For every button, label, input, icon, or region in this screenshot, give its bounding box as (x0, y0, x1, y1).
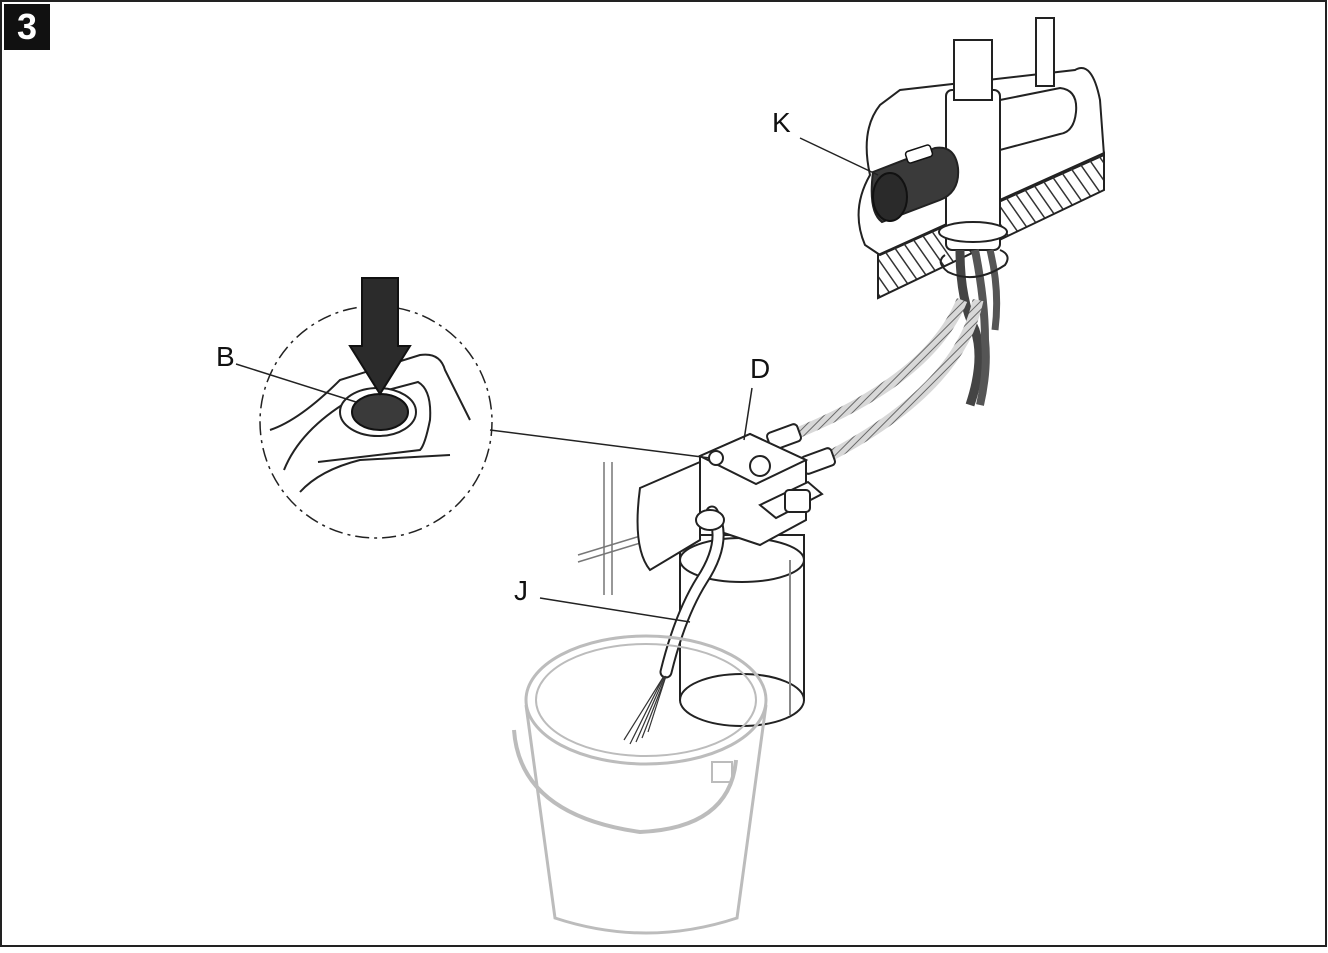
detail-housing-edge-1 (269, 353, 471, 431)
knob-k-face (872, 172, 908, 222)
faucet-arm (999, 86, 1078, 152)
supply-hoses (766, 297, 984, 475)
bucket-wall (524, 704, 768, 935)
drain-hose-fill (661, 507, 723, 677)
cartridge-bottom (679, 673, 805, 727)
bucket-handle (512, 729, 738, 835)
knob-k-indicator (904, 144, 934, 164)
part-j-drain-hose: J (514, 505, 725, 745)
wall-bracket (636, 460, 701, 572)
filter-cartridge (679, 534, 805, 727)
drain-hose-fitting (695, 509, 725, 531)
mounting-clamp (939, 249, 1009, 279)
faucet-base-ring (938, 221, 1008, 243)
leader-line-j (539, 597, 691, 623)
press-arrow-icon (348, 277, 412, 396)
bypass-button-b (708, 450, 724, 466)
faucet-spout (953, 39, 993, 101)
faucet-hose-3 (986, 249, 1001, 331)
step-number-badge: 3 (4, 4, 50, 50)
leader-line-k (799, 137, 879, 176)
part-d-filter-head: D (636, 353, 824, 572)
filter-head-valve (784, 489, 811, 513)
detail-housing-edge-2 (283, 380, 432, 471)
part-k-knob: K (772, 107, 960, 224)
bucket (512, 634, 768, 935)
bucket-rim-inner (535, 643, 757, 757)
detail-button-b (351, 393, 409, 431)
faucet-hose-2 (971, 249, 990, 406)
label-d: D (750, 353, 770, 384)
faucet-lever (1035, 17, 1055, 87)
detail-housing-edge-3 (299, 454, 451, 493)
leader-line-d (743, 387, 753, 441)
label-j: J (514, 575, 528, 606)
label-k: K (772, 107, 791, 138)
label-b: B (216, 341, 235, 372)
water-stream (623, 675, 667, 745)
bucket-rim-outer (524, 634, 768, 766)
supply-hose-upper (787, 297, 968, 442)
part-b-detail-view: B (216, 277, 711, 539)
bucket-handle-mount (711, 761, 733, 783)
supply-hose-lower (819, 298, 984, 465)
detail-connector-line (489, 429, 711, 459)
leader-line-b (235, 363, 357, 403)
filter-head-port (749, 455, 771, 477)
